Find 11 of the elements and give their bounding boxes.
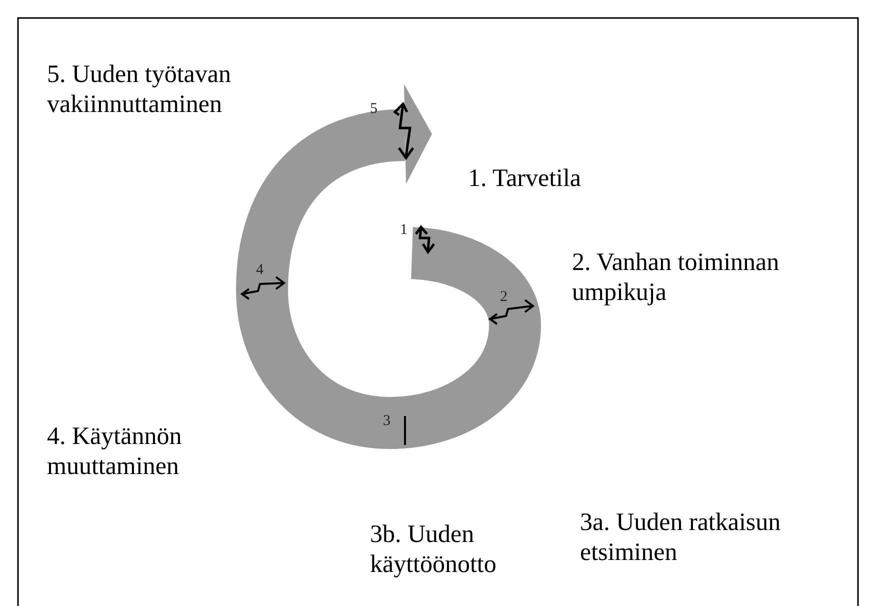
stage-label: 5. Uuden työtavan vakiinnuttaminen	[47, 60, 232, 120]
stage-number: 2	[500, 289, 508, 305]
stage-label: 3a. Uuden ratkaisun etsiminen	[580, 508, 782, 568]
stage-label: 1. Tarvetila	[468, 164, 582, 194]
stage-label: 2. Vanhan toiminnan umpikuja	[572, 248, 780, 308]
stage-label: 3b. Uuden käyttöönotto	[370, 520, 498, 580]
stage-number: 1	[400, 222, 408, 238]
stage-number: 5	[370, 101, 378, 117]
stage-number: 4	[256, 262, 264, 278]
stage-label: 4. Käytännön muuttaminen	[47, 422, 183, 482]
stage-number: 3	[383, 413, 392, 429]
